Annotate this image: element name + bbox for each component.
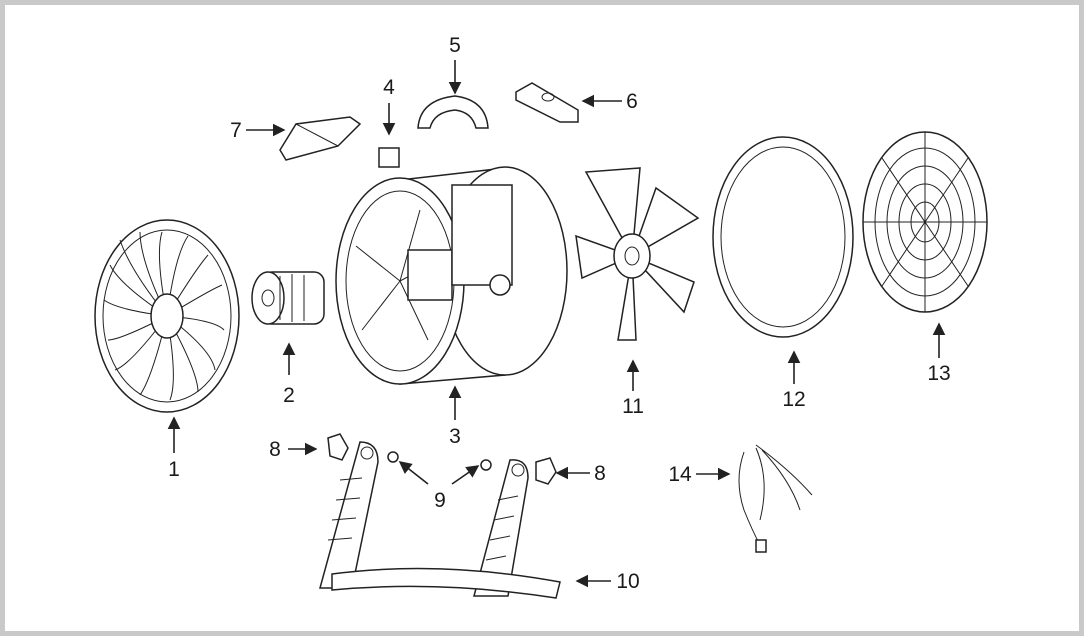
label-14: 14: [668, 463, 692, 486]
label-7: 7: [230, 119, 242, 142]
label-11: 11: [622, 395, 644, 418]
label-2: 2: [283, 384, 295, 407]
label-6: 6: [626, 90, 638, 113]
part-10-stand: [319, 441, 561, 599]
part-8-knob-left: [327, 433, 349, 461]
label-8-left: 8: [269, 438, 281, 461]
label-4: 4: [383, 76, 395, 99]
part-4-bracket: [378, 147, 400, 168]
part-14-power-cord: [738, 444, 813, 553]
label-10: 10: [616, 570, 639, 593]
part-3-housing: [335, 166, 568, 385]
label-5: 5: [449, 34, 461, 57]
part-8-knob-right: [535, 457, 557, 485]
part-1-front-grille: [94, 219, 240, 413]
label-13: 13: [927, 362, 950, 385]
leader-lines: [167, 60, 946, 588]
part-7-cover: [279, 116, 362, 161]
part-9-washers: [387, 451, 492, 471]
part-2-motor: [251, 271, 325, 325]
part-12-ring: [712, 136, 854, 338]
part-13-rear-grille: [862, 131, 988, 313]
part-6-control-box: [515, 82, 579, 123]
label-9: 9: [434, 489, 446, 512]
part-11-fan-blade: [575, 167, 700, 341]
label-1: 1: [168, 458, 180, 481]
label-12: 12: [782, 388, 805, 411]
label-8-right: 8: [594, 462, 606, 485]
part-5-handle: [417, 95, 489, 129]
label-3: 3: [449, 425, 461, 448]
